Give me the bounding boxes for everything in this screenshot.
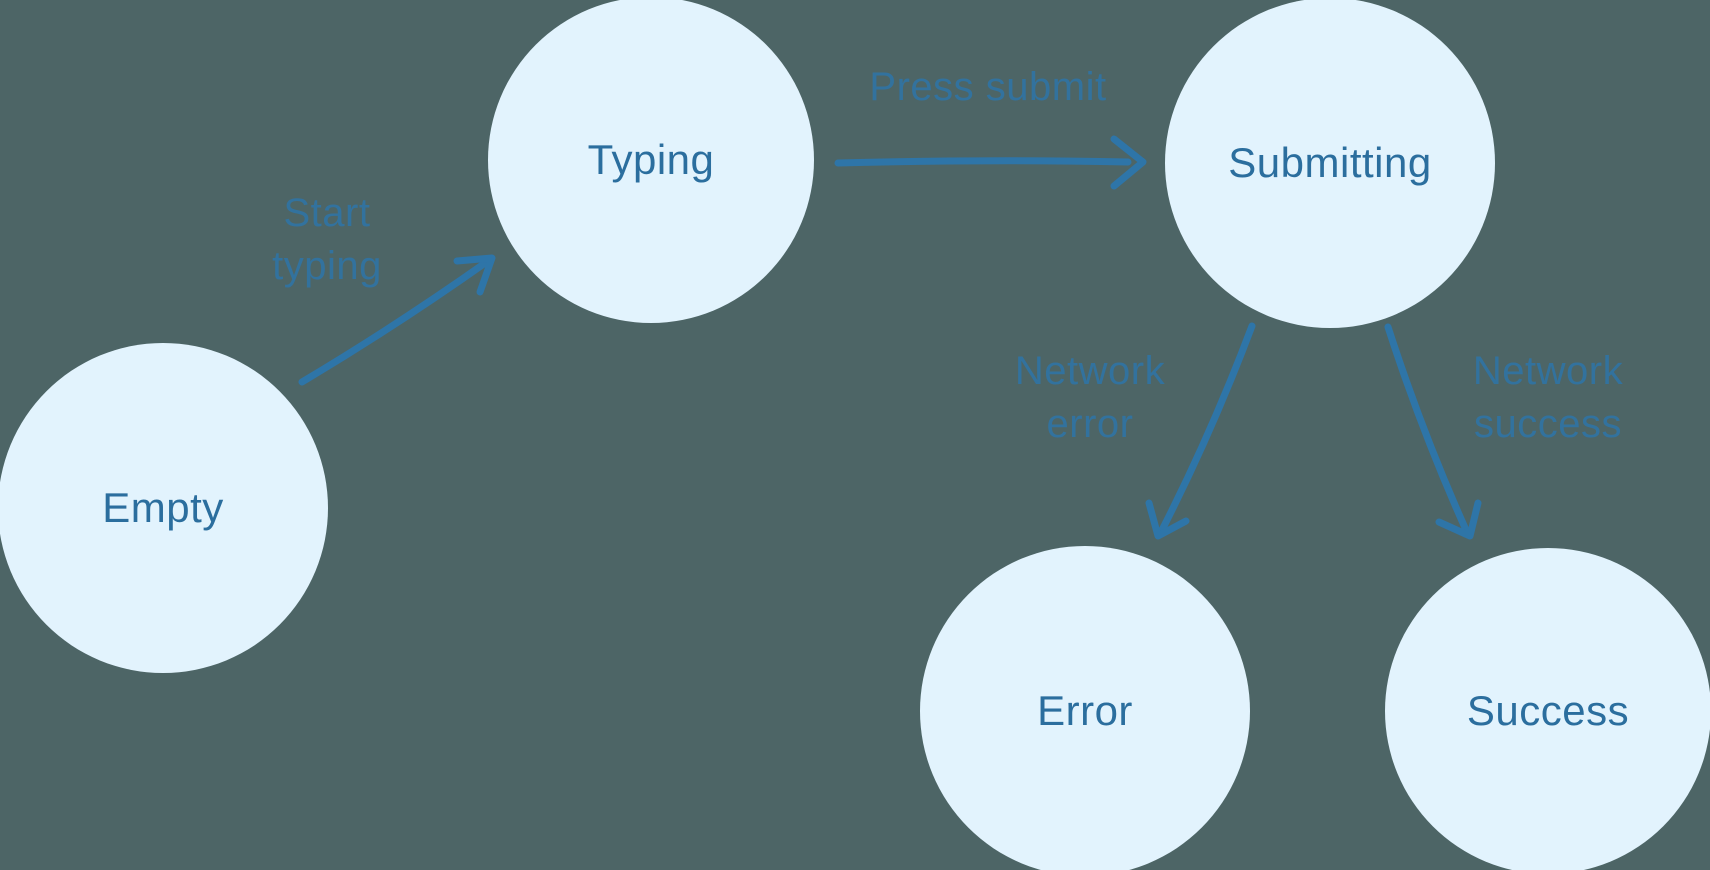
transition-label-press-submit: Press submit bbox=[869, 65, 1107, 109]
arrowhead-icon bbox=[453, 254, 496, 296]
transition-empty-to-typing bbox=[298, 254, 496, 386]
state-label-empty: Empty bbox=[102, 484, 224, 531]
transition-label-start-typing: Start typing bbox=[272, 191, 382, 288]
arrow-shaft bbox=[298, 257, 492, 386]
arrowhead-icon bbox=[1110, 135, 1147, 190]
state-label-typing: Typing bbox=[587, 136, 715, 183]
transition-label-network-error: Network error bbox=[1014, 349, 1166, 446]
arrow-shaft bbox=[1158, 322, 1256, 534]
transition-submitting-to-success bbox=[1384, 323, 1482, 540]
state-node-empty: Empty bbox=[0, 343, 328, 673]
arrow-shaft bbox=[834, 157, 1132, 167]
arrowhead-icon bbox=[1145, 499, 1190, 540]
state-node-success: Success bbox=[1385, 548, 1710, 870]
state-label-error: Error bbox=[1037, 687, 1133, 734]
state-label-submitting: Submitting bbox=[1228, 139, 1432, 186]
transition-submitting-to-error bbox=[1145, 322, 1256, 540]
state-node-submitting: Submitting bbox=[1165, 0, 1495, 328]
arrowhead-icon bbox=[1435, 499, 1482, 540]
state-node-typing: Typing bbox=[488, 0, 814, 323]
state-node-error: Error bbox=[920, 546, 1250, 870]
transition-typing-to-submitting bbox=[834, 135, 1147, 190]
state-label-success: Success bbox=[1466, 687, 1630, 734]
transition-label-network-success: Network success bbox=[1472, 349, 1624, 446]
arrow-shaft bbox=[1384, 323, 1470, 534]
